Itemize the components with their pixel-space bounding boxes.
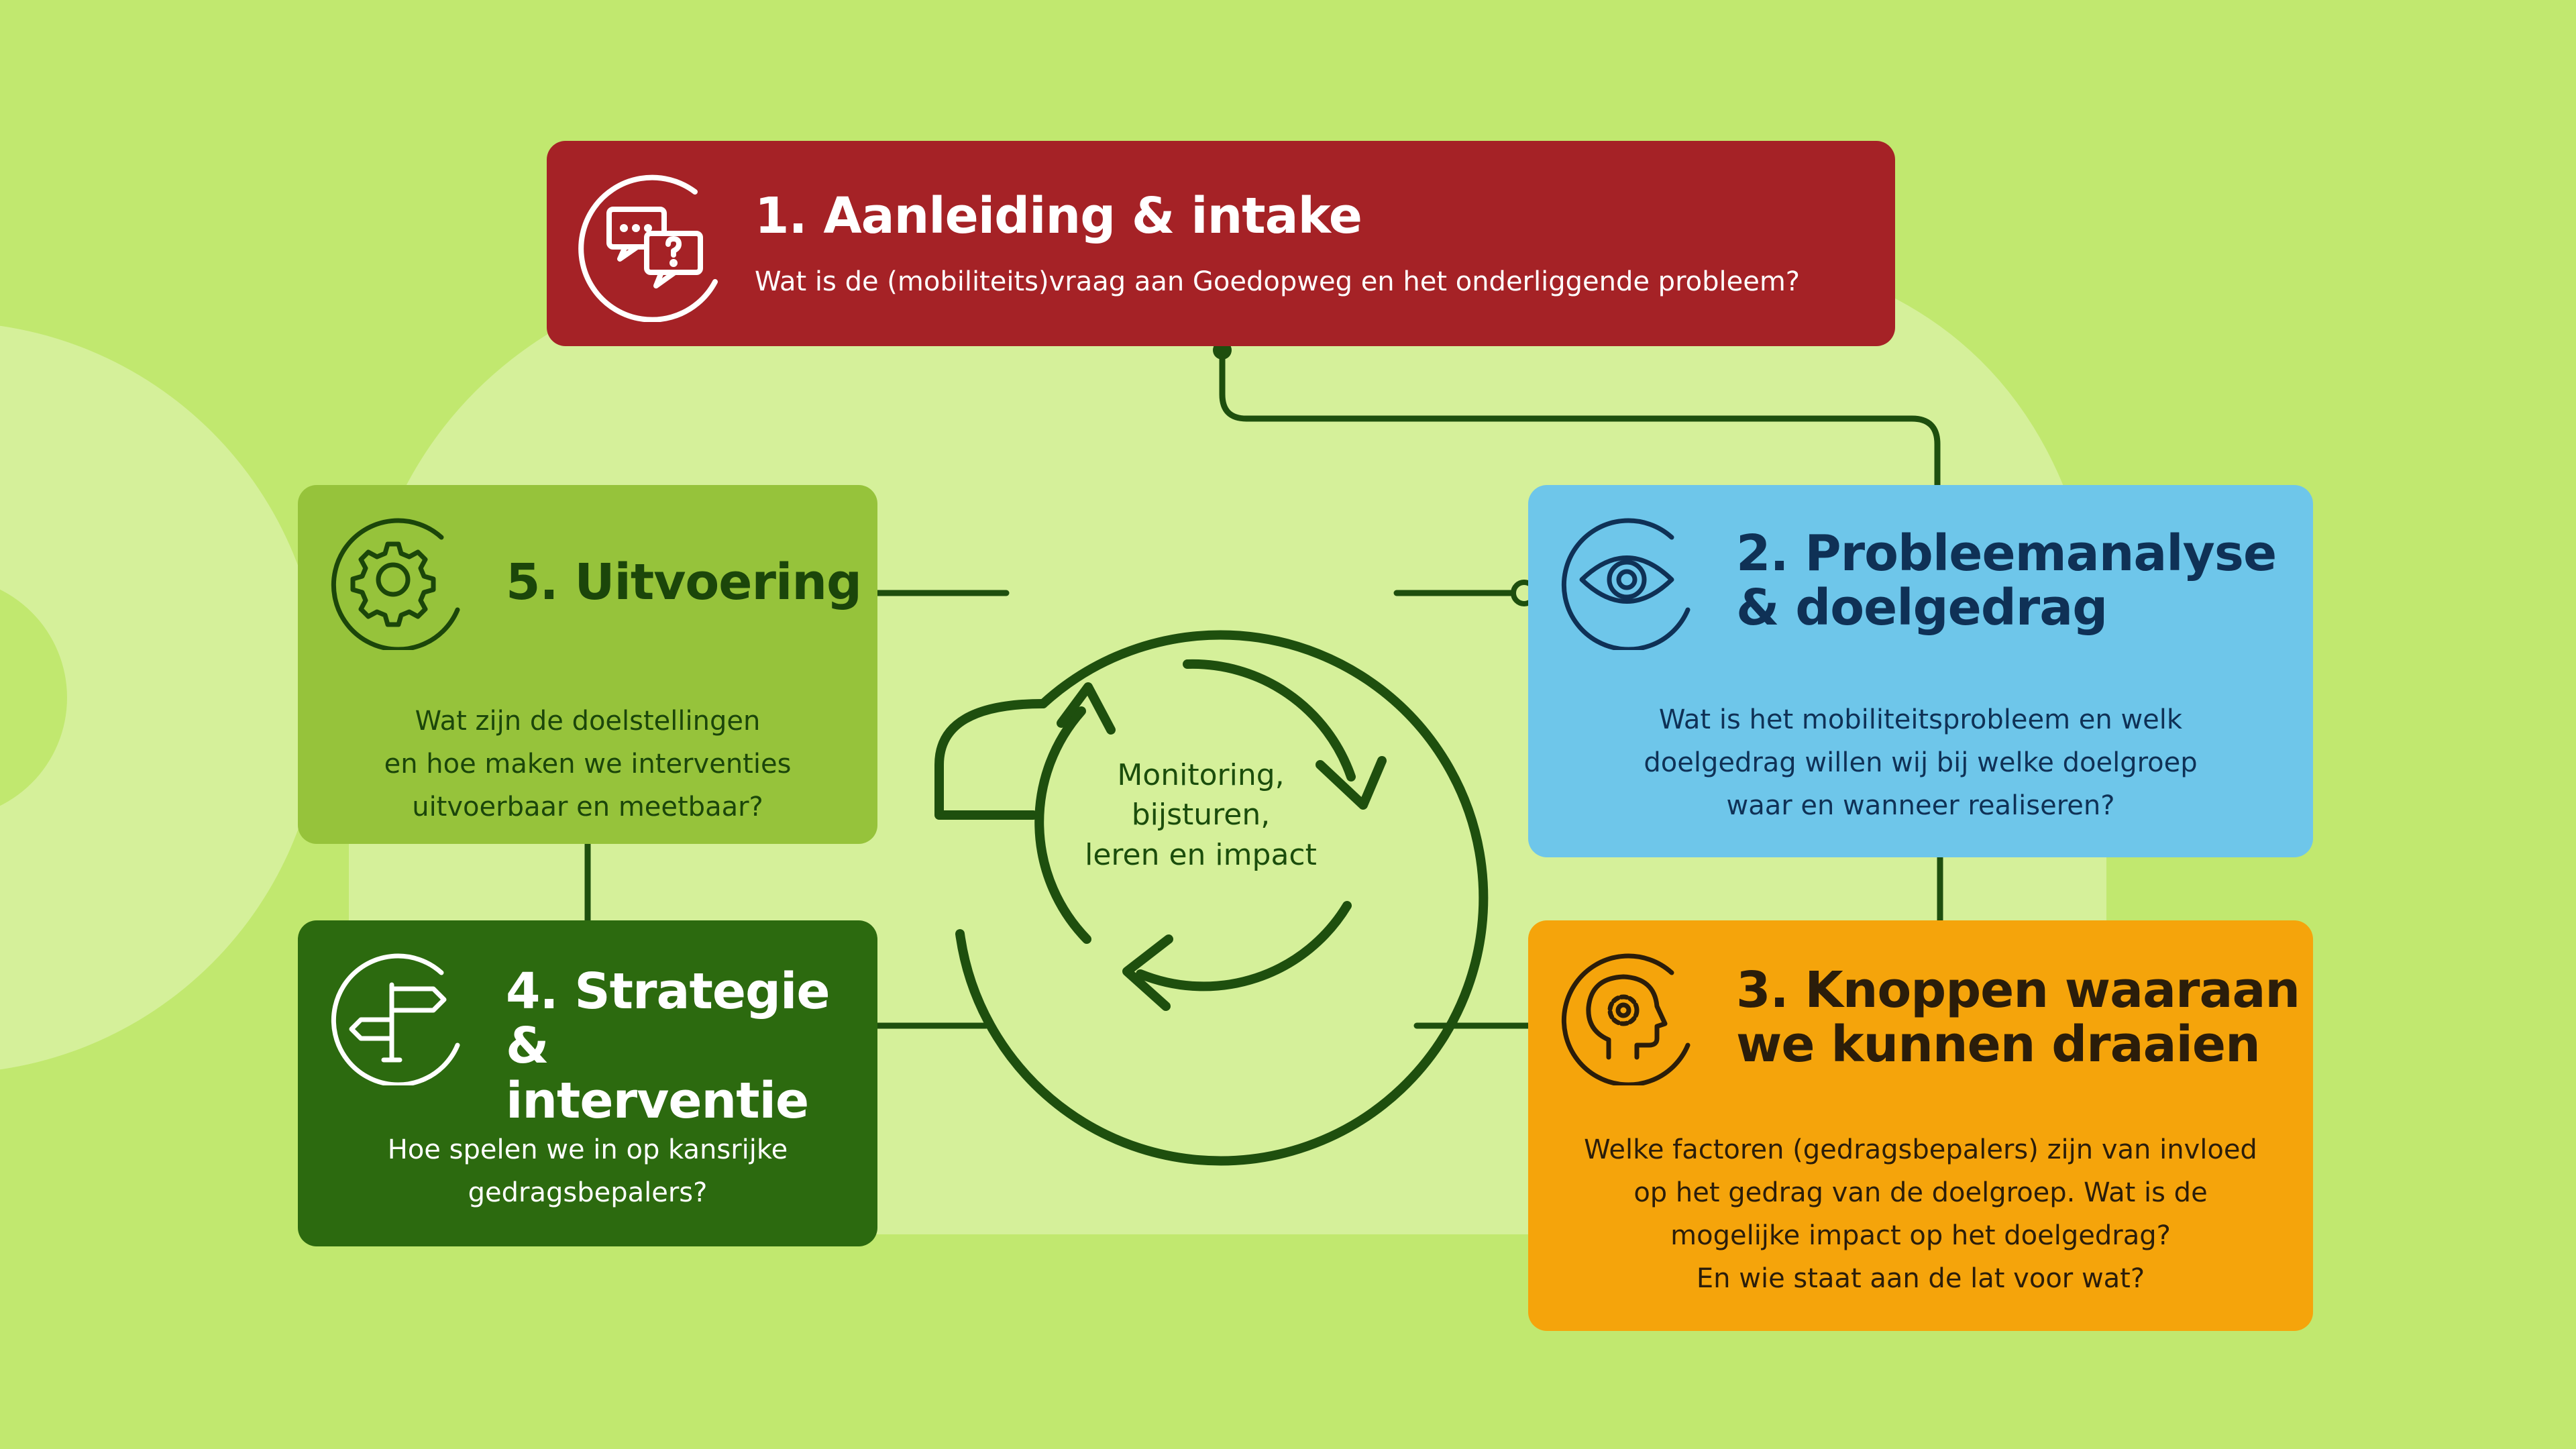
inner-arrow-top-head: [1316, 756, 1387, 810]
cycle-arrows-icon: [934, 630, 1489, 1166]
gear-icon: [331, 518, 460, 650]
step-3-line: mogelijke impact op het doelgedrag?: [1670, 1220, 2171, 1251]
outer-cycle-arc: [955, 630, 1489, 1166]
step-2-title-line: & doelgedrag: [1736, 579, 2108, 637]
signpost-icon: [331, 953, 460, 1085]
outer-cycle-return: [934, 699, 1048, 820]
step-1-title: 1. Aanleiding & intake: [755, 187, 1362, 245]
step-3-card: 3. Knoppen waaraan we kunnen draaien Wel…: [1528, 920, 2313, 1331]
background-large-circle: [0, 325, 322, 1070]
cycle-label-line: leren en impact: [1085, 837, 1317, 872]
inner-arrow-bottom: [1136, 901, 1352, 991]
background-small-circle: [0, 589, 67, 806]
step-2-line: doelgedrag willen wij bij welke doelgroe…: [1644, 747, 2198, 778]
step-2-line: waar en wanneer realiseren?: [1726, 790, 2115, 821]
step-4-line: Hoe spelen we in op kansrijke: [387, 1134, 788, 1165]
cycle-label-line: Monitoring,: [1117, 758, 1285, 792]
inner-arrow-bottom-head: [1122, 934, 1173, 1011]
step-1-card: 1. Aanleiding & intake Wat is de (mobili…: [547, 141, 1895, 346]
step-3-title-line: we kunnen draaien: [1736, 1016, 2261, 1074]
step-2-line: Wat is het mobiliteitsprobleem en welk: [1658, 704, 2183, 735]
step-2-card: 2. Probleemanalyse & doelgedrag Wat is h…: [1528, 485, 2313, 857]
inner-arrow-left: [1034, 706, 1091, 944]
head-gear-icon: [1561, 953, 1690, 1085]
step-4-title: 4. Strategie & interventie: [506, 963, 877, 1130]
step-3-title: 3. Knoppen waaraan we kunnen draaien: [1736, 963, 2300, 1073]
cycle-center-label: Monitoring, bijsturen, leren en impact: [1067, 755, 1335, 875]
inner-arrow-top: [1183, 659, 1356, 782]
step-5-card: 5. Uitvoering Wat zijn de doelstellingen…: [298, 485, 877, 844]
step-4-card: 4. Strategie & interventie Hoe spelen we…: [298, 920, 877, 1246]
step-3-line: Welke factoren (gedragsbepalers) zijn va…: [1584, 1134, 2257, 1165]
step-3-description: Welke factoren (gedragsbepalers) zijn va…: [1528, 1128, 2313, 1300]
step-3-line: En wie staat aan de lat voor wat?: [1696, 1263, 2145, 1294]
step-2-title: 2. Probleemanalyse & doelgedrag: [1736, 525, 2277, 637]
step-3-line: op het gedrag van de doelgroep. Wat is d…: [1633, 1177, 2208, 1208]
connector-lines: [584, 348, 1943, 1029]
step-5-description: Wat zijn de doelstellingen en hoe maken …: [298, 700, 877, 828]
step-5-title: 5. Uitvoering: [506, 553, 862, 611]
connector-step1-step2: [1219, 348, 1941, 488]
eye-icon: [1561, 518, 1690, 650]
speech-bubbles-icon: [578, 174, 718, 322]
step-3-title-line: 3. Knoppen waaraan: [1736, 961, 2300, 1019]
step-5-line: uitvoerbaar en meetbaar?: [412, 792, 763, 822]
cycle-label-line: bijsturen,: [1131, 798, 1271, 833]
step-2-title-line: 2. Probleemanalyse: [1736, 525, 2277, 582]
step-4-title-line: 4. Strategie &: [506, 963, 830, 1075]
step-1-description: Wat is de (mobiliteits)vraag aan Goedopw…: [755, 266, 1801, 297]
step-4-title-line: interventie: [506, 1071, 809, 1130]
step-4-line: gedragsbepalers?: [468, 1177, 708, 1208]
step-5-line: en hoe maken we interventies: [384, 749, 792, 780]
step-2-description: Wat is het mobiliteitsprobleem en welk d…: [1528, 698, 2313, 827]
step-4-description: Hoe spelen we in op kansrijke gedragsbep…: [298, 1128, 877, 1214]
step-5-line: Wat zijn de doelstellingen: [415, 706, 761, 737]
inner-arrow-left-head: [1057, 682, 1116, 735]
